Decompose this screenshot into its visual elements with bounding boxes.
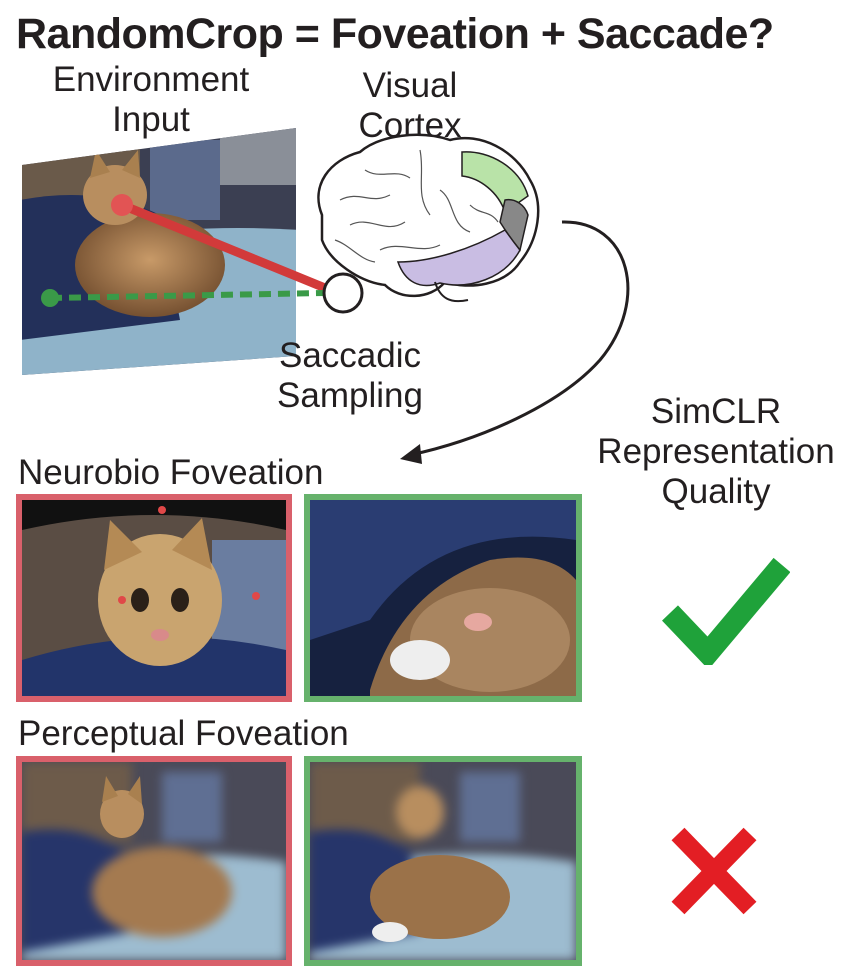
green-gaze-line (49, 290, 327, 301)
red-fixation-dot (111, 194, 133, 216)
flow-arrowhead (400, 444, 422, 464)
environment-input-label: Environment Input (22, 60, 280, 140)
flow-arrow (409, 220, 630, 457)
perceptual-crop-green (304, 756, 582, 966)
check-icon (662, 557, 790, 665)
environment-input-label-line1: Environment (52, 60, 250, 99)
perceptual-foveation-label: Perceptual Foveation (18, 714, 349, 753)
neurobio-crop-red (16, 494, 292, 702)
red-gaze-line (120, 200, 332, 295)
environment-photo (22, 128, 296, 375)
eye-icon (322, 272, 364, 314)
saccadic-sampling-label-line1: Saccadic (278, 336, 422, 375)
neurobio-foveation-label: Neurobio Foveation (18, 453, 324, 492)
simclr-label-line1: SimCLR (650, 392, 782, 431)
green-fixation-dot (41, 289, 59, 307)
saccadic-sampling-label-line2: Sampling (277, 376, 423, 415)
brain-icon (317, 133, 540, 303)
cross-icon (671, 827, 757, 915)
neurobio-crop-green (304, 494, 582, 702)
saccadic-sampling-label: Saccadic Sampling (250, 336, 450, 416)
environment-input-label-line2: Input (112, 100, 190, 139)
visual-cortex-label-line1: Visual (362, 66, 458, 105)
simclr-quality-label: SimCLR Representation Quality (572, 392, 860, 512)
simclr-label-line2: Representation (597, 432, 835, 471)
perceptual-crop-red (16, 756, 292, 966)
simclr-label-line3: Quality (661, 472, 771, 511)
figure-title: RandomCrop = Foveation + Saccade? (16, 10, 774, 58)
top-diagram (22, 128, 630, 464)
